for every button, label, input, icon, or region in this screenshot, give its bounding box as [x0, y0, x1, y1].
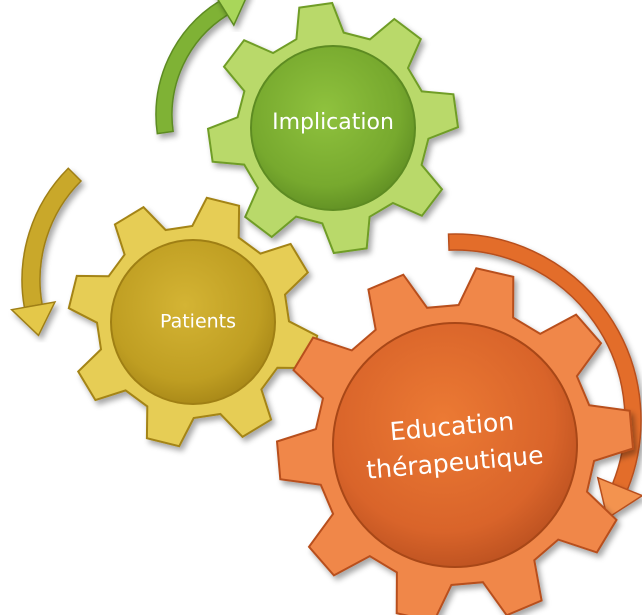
gear-patients: Patients	[67, 196, 319, 448]
green-arrow	[155, 0, 246, 135]
gear-patients-label: Patients	[160, 311, 236, 333]
gear-implication-label: Implication	[272, 110, 394, 135]
gear-implication: Implication	[206, 1, 460, 255]
yellow-arrow	[10, 167, 83, 337]
orange-arrow	[447, 233, 642, 520]
gear-education: Education thérapeutique	[275, 267, 635, 615]
